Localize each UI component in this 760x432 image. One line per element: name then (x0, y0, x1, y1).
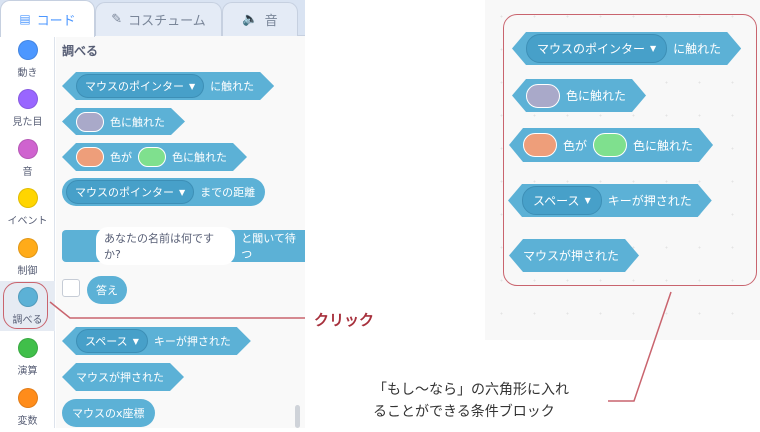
touching-color-block-large[interactable]: 色に触れた (512, 79, 646, 112)
ask-text-input[interactable]: あなたの名前は何ですか? (96, 227, 236, 265)
touching-block[interactable]: マウスのポインター▼ に触れた (62, 72, 274, 100)
color-touching-color-block-large[interactable]: 色が 色に触れた (509, 128, 713, 162)
color-swatch[interactable] (526, 84, 560, 108)
category-control[interactable]: 制御 (0, 234, 55, 282)
answer-block[interactable]: 答え (87, 276, 127, 304)
caret-down-icon: ▼ (650, 44, 657, 53)
touching-color-block[interactable]: 色に触れた (62, 108, 185, 135)
looks-dot-icon (17, 89, 38, 109)
mouse-down-block[interactable]: マウスが押された (62, 363, 184, 391)
category-motion[interactable]: 動き (0, 36, 55, 84)
ask-and-wait-block[interactable]: あなたの名前は何ですか? と聞いて待つ (62, 227, 305, 265)
note-callout-line (608, 291, 672, 402)
tab-code[interactable]: ▤ コード (0, 0, 95, 37)
category-looks[interactable]: 見た目 (0, 85, 55, 133)
editor-tabs: ▤ コード ✎ コスチューム 🔈 音 (0, 0, 305, 37)
caret-down-icon: ▼ (189, 81, 196, 91)
category-variables[interactable]: 変数 (0, 384, 55, 432)
touching-block-large[interactable]: マウスのポインター▼ に触れた (512, 32, 741, 65)
brush-icon: ✎ (111, 12, 123, 27)
color-swatch-1[interactable] (76, 147, 104, 167)
operators-dot-icon (17, 338, 38, 358)
tab-costumes[interactable]: ✎ コスチューム (95, 2, 222, 36)
speaker-icon: 🔈 (242, 12, 259, 27)
events-dot-icon (17, 188, 38, 208)
highlight-box (503, 14, 757, 286)
caret-down-icon: ▼ (132, 336, 139, 346)
sound-dot-icon (17, 139, 38, 159)
motion-dot-icon (17, 40, 38, 60)
key-pressed-block-large[interactable]: スペース▼ キーが押された (508, 184, 712, 217)
tab-sounds[interactable]: 🔈 音 (222, 2, 298, 36)
sensing-dot-icon (17, 287, 38, 307)
code-icon: ▤ (19, 12, 31, 26)
color-touching-color-block[interactable]: 色が 色に触れた (62, 143, 247, 171)
color-swatch-2[interactable] (593, 133, 627, 157)
mouse-x-block[interactable]: マウスのx座標 (62, 399, 155, 427)
click-callout-line (49, 301, 305, 319)
answer-checkbox[interactable] (62, 279, 80, 297)
color-swatch-2[interactable] (138, 147, 166, 167)
mouse-down-block-large[interactable]: マウスが押された (509, 239, 639, 272)
distance-dropdown[interactable]: マウスのポインター▼ (66, 180, 195, 204)
control-dot-icon (17, 238, 38, 258)
note-text: 「もし〜なら」の六角形に入れ ることができる条件ブロック (373, 382, 569, 420)
variables-dot-icon (17, 388, 38, 408)
key-pressed-block[interactable]: スペース▼ キーが押された (62, 327, 251, 355)
touching-dropdown[interactable]: マウスのポインター▼ (76, 74, 204, 98)
touching-dropdown-large[interactable]: マウスのポインター▼ (526, 34, 667, 63)
palette-scrollbar[interactable] (295, 405, 300, 428)
category-sound[interactable]: 音 (0, 135, 55, 183)
category-events[interactable]: イベント (0, 184, 55, 232)
color-swatch-1[interactable] (523, 133, 557, 157)
caret-down-icon: ▼ (584, 196, 591, 205)
click-label: クリック (314, 311, 375, 329)
key-dropdown[interactable]: スペース▼ (76, 329, 148, 353)
distance-to-block[interactable]: マウスのポインター▼ までの距離 (62, 178, 266, 206)
color-swatch[interactable] (76, 112, 104, 132)
key-dropdown-large[interactable]: スペース▼ (522, 186, 602, 215)
palette-title: 調べる (62, 44, 99, 58)
caret-down-icon: ▼ (179, 187, 186, 197)
sensing-highlight-ring (3, 282, 48, 329)
category-operators[interactable]: 演算 (0, 334, 55, 382)
